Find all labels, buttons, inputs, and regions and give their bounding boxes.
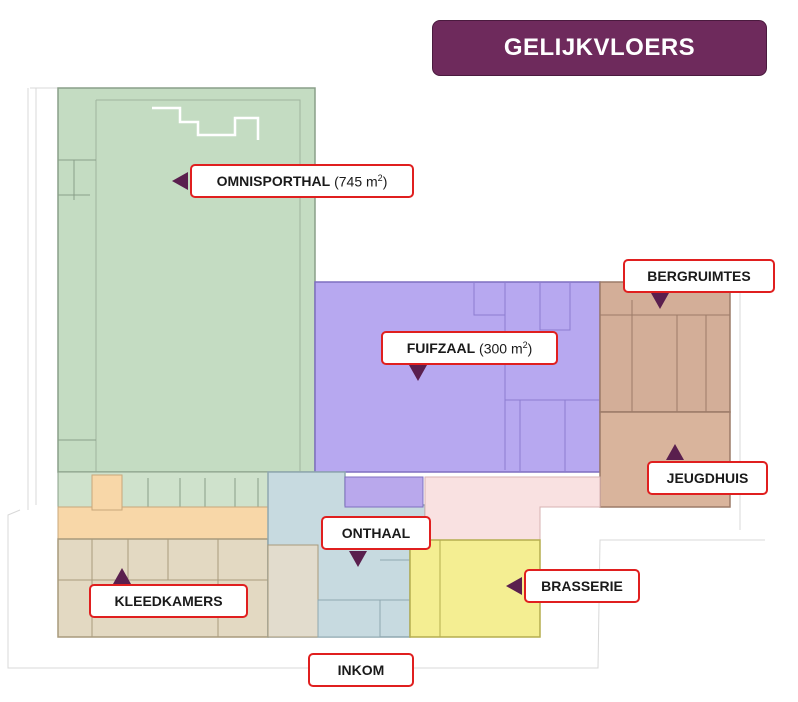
arrow-kleedkamers-icon — [113, 568, 131, 584]
brasserie-name: BRASSERIE — [541, 578, 623, 594]
room-sanitary — [267, 544, 319, 638]
arrow-fuifzaal-icon — [409, 365, 427, 381]
label-brasserie: BRASSERIE — [524, 569, 640, 603]
room-corridor — [57, 506, 269, 540]
onthaal-name: ONTHAAL — [341, 525, 411, 541]
kleedkamers-name: KLEEDKAMERS — [114, 593, 223, 609]
room-storage-green — [57, 471, 274, 508]
arrow-bergruimtes-icon — [651, 293, 669, 309]
site-context-lines — [7, 87, 765, 669]
label-jeugdhuis: JEUGDHUIS — [647, 461, 768, 495]
room-inkom — [317, 599, 381, 638]
label-inkom: INKOM — [308, 653, 414, 687]
arrow-onthaal-icon — [349, 551, 367, 567]
label-omnisporthal: OMNISPORTHAL (745 m2) — [190, 164, 414, 198]
arrow-jeugdhuis-icon — [666, 444, 684, 460]
omnisporthal-name: OMNISPORTHAL — [216, 173, 331, 189]
omnisporthal-area: (745 m2) — [334, 172, 388, 190]
label-onthaal: ONTHAAL — [321, 516, 431, 550]
room-pink-area — [424, 476, 601, 541]
room-omnisporthal — [57, 87, 316, 473]
floor-title: GELIJKVLOERS — [432, 20, 767, 76]
label-fuifzaal: FUIFZAAL (300 m2) — [381, 331, 558, 365]
bergruimtes-name: BERGRUIMTES — [647, 268, 751, 284]
arrow-omnisporthal-icon — [172, 172, 188, 190]
label-bergruimtes: BERGRUIMTES — [623, 259, 775, 293]
arrow-brasserie-icon — [506, 577, 522, 595]
fuifzaal-name: FUIFZAAL — [406, 340, 476, 356]
label-kleedkamers: KLEEDKAMERS — [89, 584, 248, 618]
room-fuifzaal — [314, 281, 601, 473]
inkom-name: INKOM — [337, 662, 385, 678]
jeugdhuis-name: JEUGDHUIS — [666, 470, 749, 486]
fuifzaal-area: (300 m2) — [479, 339, 533, 357]
